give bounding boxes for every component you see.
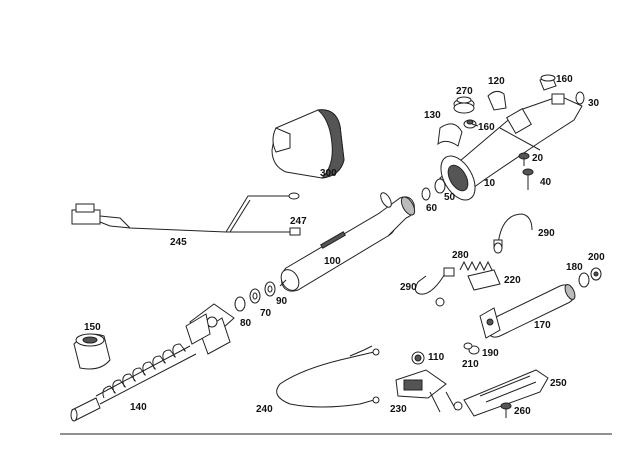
part-230-mechanism [395,369,463,413]
callout-260: 260 [514,406,531,417]
part-120-clip [487,90,507,111]
part-180-200-nuts [578,267,602,288]
callout-160-mid: 160 [478,122,495,133]
part-250-bracket [463,369,549,417]
callout-20: 20 [532,153,544,164]
callout-50: 50 [444,192,456,203]
part-280-spring [459,242,503,272]
callout-247: 247 [290,216,307,227]
callout-120: 120 [488,76,505,87]
callout-245: 245 [170,237,187,248]
part-110-gear [411,351,425,365]
callout-110: 110 [428,352,445,363]
callout-170: 170 [534,320,551,331]
part-130-clamp [437,123,463,147]
part-160-nut-b [463,119,477,129]
callout-270: 270 [456,86,473,97]
part-90-70-rings [234,281,276,312]
part-240-cable [276,345,380,408]
callout-130: 130 [424,110,441,121]
part-300-cover [271,109,345,179]
part-150-boot [73,333,111,370]
callout-90: 90 [276,296,288,307]
part-80-universal-joint [185,303,235,355]
callout-290-upper: 290 [538,228,555,239]
callout-30: 30 [588,98,600,109]
part-20-bolt [518,152,530,166]
part-40-bolt [522,168,534,190]
callout-70: 70 [260,308,272,319]
part-30-ring [575,91,585,105]
callout-240: 240 [256,404,273,415]
callout-180: 180 [566,262,583,273]
part-220-block [467,269,501,291]
callout-140: 140 [130,402,147,413]
part-10-upper-housing [439,93,583,201]
part-160-nut-a [539,74,557,91]
callout-10: 10 [484,178,496,189]
callout-300: 300 [320,168,337,179]
part-190-210-nuts [463,342,480,355]
callout-200: 200 [588,252,605,263]
callout-280: 280 [452,250,469,261]
callout-80: 80 [240,318,252,329]
part-50-60-washers [421,178,446,201]
callout-40: 40 [540,177,552,188]
callout-160-top: 160 [556,74,573,85]
callout-190: 190 [482,348,499,359]
callout-60: 60 [426,203,438,214]
callout-210: 210 [462,359,479,370]
part-100-column-tube [280,192,416,292]
part-170-lower-tube [479,284,576,339]
part-245-cable-harness [71,192,301,236]
leader-lines [279,123,479,287]
callout-220: 220 [504,275,521,286]
callout-150: 150 [84,322,101,333]
part-270-spring [453,96,475,114]
callout-290-lower: 290 [400,282,417,293]
part-290-sensor-b [414,267,455,307]
callout-labels: 10 20 30 40 50 60 70 80 90 100 110 120 1… [84,74,605,417]
part-260-bolt [500,402,512,418]
part-140-lower-shaft [70,343,197,422]
callout-250: 250 [550,378,567,389]
callout-230: 230 [390,404,407,415]
callout-100: 100 [324,256,341,267]
